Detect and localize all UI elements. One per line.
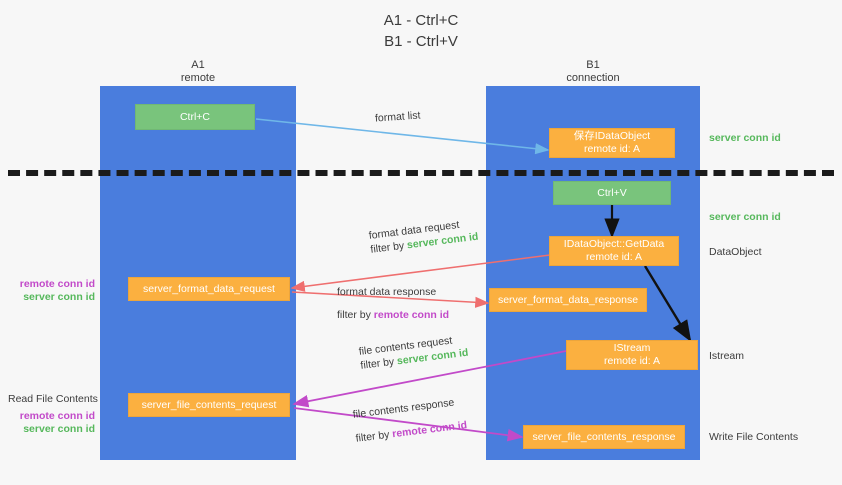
lane-header-b1: B1 connection [535,59,651,85]
box-getdata-line2: remote id: A [585,251,643,263]
page-title: A1 - Ctrl+C B1 - Ctrl+V [0,10,842,52]
edge-label-file-contents-response-line1: file contents response [352,396,455,421]
left-label-conn-id-pair-top: remote conn id server conn id [19,278,95,303]
box-server-format-data-response-label: server_format_data_response [497,293,639,306]
lane-a1-name: A1 [191,59,205,71]
box-getdata[interactable]: IDataObject::GetData remote id: A [549,236,679,266]
box-server-file-contents-request[interactable]: server_file_contents_request [128,393,290,417]
edge-label-format-data-response-line1: format data response [337,286,437,298]
box-getdata-line1: IDataObject::GetData [563,238,665,250]
right-label-server-conn-id-mid: server conn id [709,211,781,223]
edge-label-file-contents-request: file contents request filter by server c… [358,332,469,373]
right-label-istream: Istream [709,350,745,362]
box-ctrl-v-label: Ctrl+V [597,186,627,199]
lane-a1-sub: remote [180,72,216,84]
title-line-2: B1 - Ctrl+V [384,33,458,50]
title-line-1: A1 - Ctrl+C [383,12,459,29]
right-label-dataobject: DataObject [709,246,762,258]
box-istream[interactable]: IStream remote id: A [566,340,698,370]
box-server-format-data-request[interactable]: server_format_data_request [128,277,290,301]
right-label-server-conn-id-top: server conn id [709,132,781,144]
edge-label-format-data-response-filter: filter by remote conn id [337,309,450,321]
box-istream-line2: remote id: A [603,355,661,367]
box-server-file-contents-response[interactable]: server_file_contents_response [523,425,685,449]
lane-b1-sub: connection [566,72,620,84]
box-ctrl-c-label: Ctrl+C [179,110,211,123]
phase-divider [8,170,834,176]
box-ctrl-c[interactable]: Ctrl+C [135,104,255,130]
box-server-file-contents-response-label: server_file_contents_response [532,430,676,443]
edge-label-format-data-response: format data response filter by remote co… [337,285,449,322]
box-ctrl-v[interactable]: Ctrl+V [553,181,671,205]
box-server-format-data-response[interactable]: server_format_data_response [489,288,647,312]
edge-label-format-list: format list [374,109,421,125]
edge-label-file-contents-response: file contents response filter by remote … [352,394,468,445]
box-server-format-data-request-label: server_format_data_request [143,282,275,295]
edge-label-file-contents-response-filter: filter by remote conn id [355,419,468,445]
box-save-idataobject[interactable]: 保存IDataObject remote id: A [549,128,675,158]
lane-b1-name: B1 [586,59,600,71]
left-label-read-file-contents: Read File Contents [8,393,98,405]
left-label-conn-id-pair-bottom: remote conn id server conn id [19,410,95,435]
box-istream-line1: IStream [613,342,651,354]
lane-header-a1: A1 remote [140,59,256,85]
box-save-idataobject-line2: remote id: A [583,143,641,155]
box-server-file-contents-request-label: server_file_contents_request [141,398,277,411]
box-save-idataobject-line1: 保存IDataObject [573,130,651,142]
edge-label-format-data-request: format data request filter by server con… [368,216,479,257]
right-label-write-file-contents: Write File Contents [709,431,799,443]
